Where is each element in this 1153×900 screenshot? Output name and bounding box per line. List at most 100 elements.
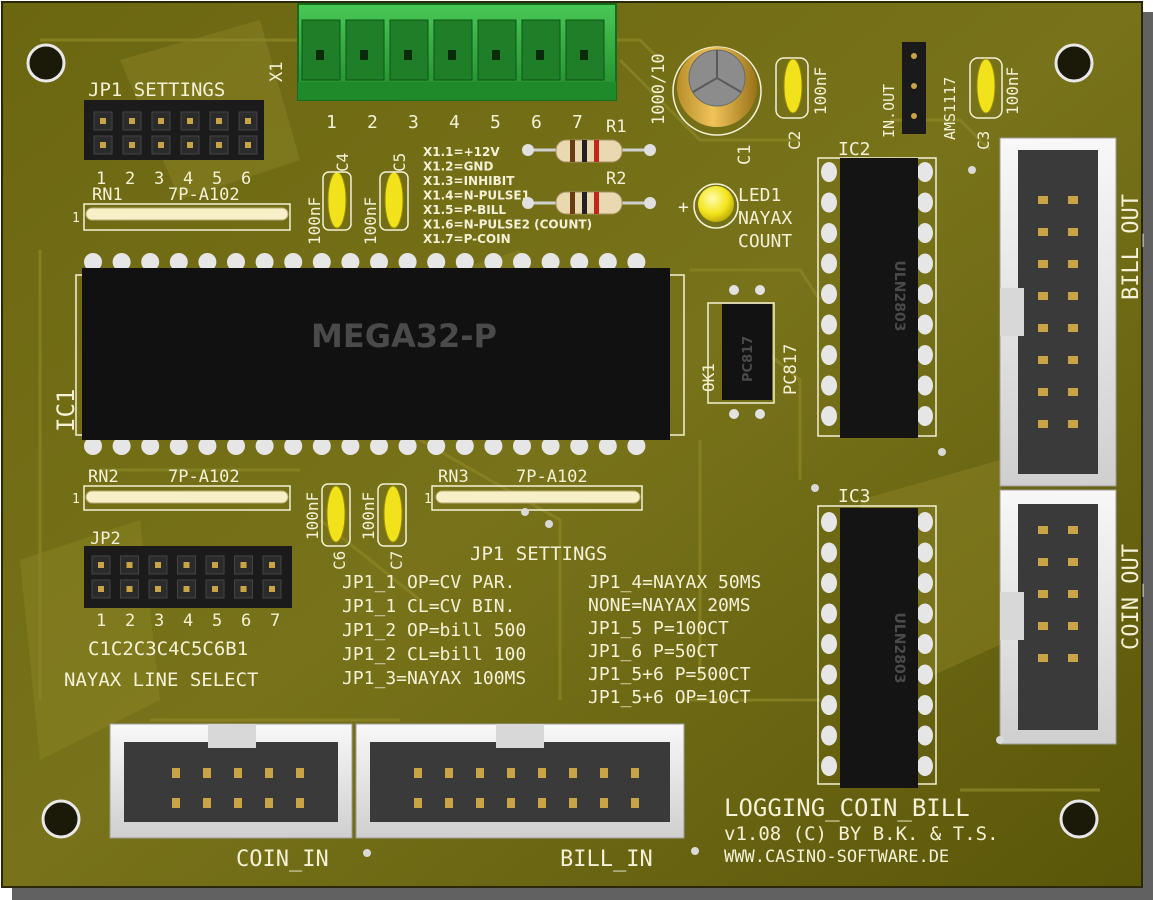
rn1-ref: RN1 bbox=[92, 185, 123, 205]
jp1-pin-tip bbox=[187, 142, 193, 148]
c2-ref: C2 bbox=[785, 131, 804, 150]
bill-in-label: BILL_IN bbox=[560, 847, 653, 872]
ic1-pin bbox=[455, 253, 474, 271]
jp2-pin-label: 4 bbox=[183, 611, 193, 631]
uln-pin bbox=[821, 756, 837, 776]
ic1-pin bbox=[513, 437, 531, 455]
uln-pin bbox=[917, 634, 933, 654]
ic1-pin bbox=[84, 253, 102, 271]
jp1-pin-label: 5 bbox=[212, 169, 222, 189]
resistor-network-rn1 bbox=[85, 207, 289, 221]
jp2-pin-tip bbox=[126, 562, 133, 568]
ic1-pin bbox=[598, 437, 617, 455]
resistor-r2 bbox=[522, 191, 656, 215]
connector-pin bbox=[1068, 260, 1078, 268]
rn3-ref: RN3 bbox=[438, 467, 469, 487]
c5-ref: C5 bbox=[390, 153, 409, 172]
c7-value: 100nF bbox=[359, 492, 378, 540]
jp2-pin-tip bbox=[155, 562, 161, 568]
ic2-ref: IC2 bbox=[838, 139, 871, 160]
c7-ref: C7 bbox=[387, 551, 406, 570]
ic1-pin bbox=[255, 253, 274, 271]
ic1-pin bbox=[370, 253, 388, 271]
connector-pin bbox=[569, 768, 577, 778]
connector-pin bbox=[445, 768, 453, 778]
x1-pin-label: 3 bbox=[408, 112, 419, 133]
terminal-screw bbox=[536, 50, 544, 60]
c5-value: 100nF bbox=[361, 197, 380, 245]
connector-pin bbox=[1038, 526, 1048, 534]
ic1-pin bbox=[341, 253, 360, 271]
connector-pin bbox=[1068, 324, 1078, 332]
uln-pin bbox=[821, 406, 837, 426]
settings-title: JP1 SETTINGS bbox=[470, 543, 607, 565]
connector-pin bbox=[265, 768, 273, 778]
jp2-ref: JP2 bbox=[90, 529, 121, 549]
connector-pin bbox=[265, 798, 273, 808]
ic1-pin bbox=[370, 437, 388, 455]
x1-legend-line: X1.3=INHIBIT bbox=[423, 174, 515, 188]
settings-left-line: JP1_2 OP=bill 500 bbox=[342, 620, 526, 641]
jp2-pin-label: 5 bbox=[212, 611, 222, 631]
jp2-pin-tip bbox=[155, 586, 161, 592]
capacitor-c3 bbox=[969, 57, 1003, 119]
jp2-pin-tip bbox=[240, 562, 247, 568]
connector-pin bbox=[1038, 196, 1048, 204]
connector-pin bbox=[600, 768, 608, 778]
uln-pin bbox=[821, 192, 837, 213]
uln-pin bbox=[821, 664, 837, 685]
settings-right-line: JP1_5+6 P=500CT bbox=[588, 664, 751, 685]
uln-pin bbox=[917, 406, 933, 426]
connector-pin bbox=[569, 798, 577, 808]
uln-pin bbox=[821, 573, 837, 593]
led-line2: NAYAX bbox=[738, 208, 792, 229]
connector-pin bbox=[234, 768, 242, 778]
c1-value: 1000/10 bbox=[649, 53, 669, 125]
ic1-pin bbox=[169, 253, 188, 271]
uln-pin bbox=[917, 162, 933, 182]
connector-pin bbox=[1038, 324, 1048, 332]
x1-pin-label: 1 bbox=[326, 112, 337, 133]
jp1-pin-tip bbox=[245, 142, 251, 148]
capacitor-c7 bbox=[377, 483, 407, 547]
jp2-header bbox=[84, 546, 292, 608]
uln-pin bbox=[821, 314, 837, 335]
uln-pin bbox=[917, 542, 933, 563]
ic1-pin bbox=[198, 437, 217, 455]
x1-pin-label: 4 bbox=[449, 112, 460, 133]
ic1-pin bbox=[284, 437, 303, 455]
jp1-pin-tip bbox=[187, 118, 193, 124]
ic1-pin bbox=[141, 437, 160, 455]
jp2-caption: NAYAX LINE SELECT bbox=[64, 669, 258, 691]
ic2-uln2803 bbox=[817, 157, 937, 438]
uln-pin bbox=[821, 634, 837, 654]
terminal-screw bbox=[360, 50, 368, 60]
jp1-pin-tip bbox=[100, 142, 106, 148]
jp2-pin-tip bbox=[183, 586, 190, 592]
connector-pin bbox=[1038, 356, 1048, 364]
uln-pin bbox=[917, 223, 933, 243]
connector-pin bbox=[600, 798, 608, 808]
uln-pin bbox=[821, 512, 837, 532]
connector-pin bbox=[507, 768, 515, 778]
ok1-side-label: PC817 bbox=[781, 344, 801, 395]
led-line3: COUNT bbox=[738, 231, 792, 252]
ic1-label: MEGA32-P bbox=[311, 317, 497, 355]
uln-pin bbox=[917, 284, 933, 304]
board-title: LOGGING_COIN_BILL bbox=[724, 794, 970, 822]
x1-legend-line: X1.5=P-BILL bbox=[423, 203, 506, 217]
jp2-pin-tip bbox=[98, 586, 104, 592]
settings-left-line: JP1_3=NAYAX 100MS bbox=[342, 668, 526, 689]
uln-pin bbox=[821, 284, 837, 304]
connector-pin bbox=[296, 768, 304, 778]
voltage-regulator bbox=[902, 42, 926, 134]
jp1-pin-tip bbox=[158, 118, 164, 124]
jp2-pin-label: 7 bbox=[270, 611, 280, 631]
c3-value: 100nF bbox=[1003, 67, 1022, 115]
connector-pin bbox=[1038, 420, 1048, 428]
c6-ref: C6 bbox=[330, 551, 349, 570]
connector-pin bbox=[1038, 622, 1048, 630]
jp2-pin-tip bbox=[212, 586, 218, 592]
terminal-screw bbox=[316, 50, 324, 60]
